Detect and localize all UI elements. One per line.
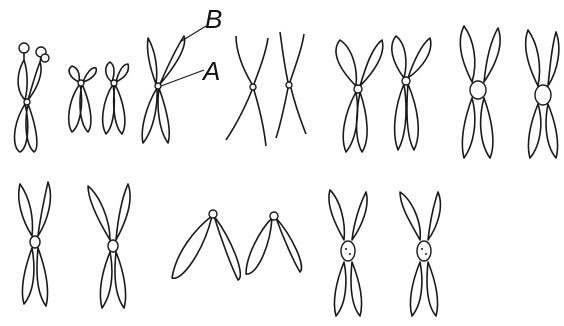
label-b: B (205, 4, 222, 34)
chromosome-1 (15, 43, 49, 152)
chromosome-9 (460, 26, 500, 158)
chromosome-8 (392, 36, 431, 150)
chromosome-6 (276, 32, 306, 138)
chromosome-5 (226, 36, 268, 146)
chromosome-7 (336, 40, 383, 152)
pointer-line-b (180, 26, 206, 42)
chromosome-3 (103, 62, 129, 134)
chromosome-14 (246, 212, 301, 274)
chromosome-16 (400, 192, 440, 316)
chromosome-2 (69, 66, 97, 132)
pointer-line-a (161, 70, 204, 86)
chromosome-15 (329, 190, 367, 316)
chromosome-11 (19, 182, 51, 306)
chromosome-4 (142, 36, 184, 143)
chromosome-12 (88, 184, 130, 308)
chromosome-10 (526, 30, 559, 158)
chromosome-13 (172, 210, 240, 280)
label-a: A (201, 56, 220, 86)
